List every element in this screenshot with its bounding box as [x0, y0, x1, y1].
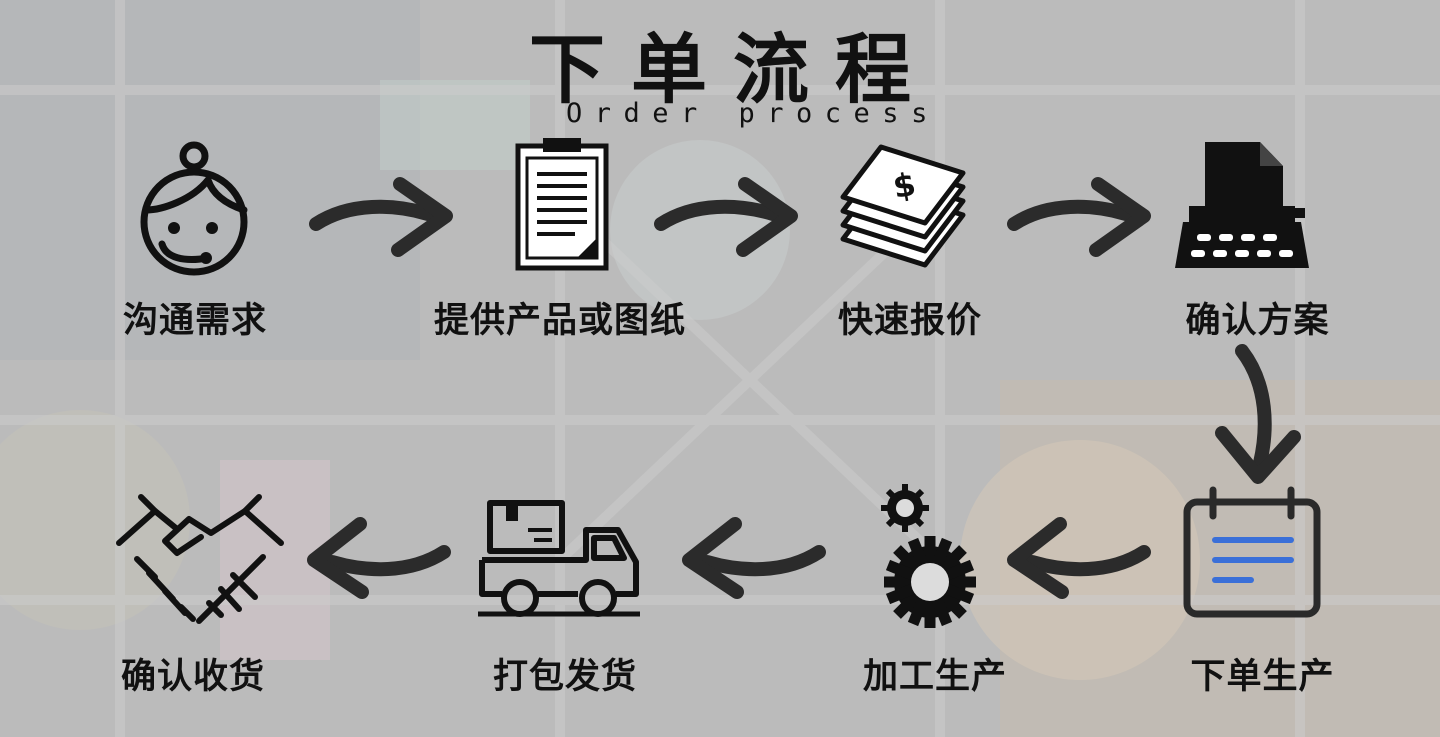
page-subtitle: Order process	[566, 98, 940, 129]
handshake-icon	[116, 494, 284, 624]
delivery-truck-icon	[478, 500, 640, 617]
arrow-right-icon	[654, 177, 798, 257]
step-label: 打包发货	[492, 657, 637, 697]
clipboard-document-icon	[515, 138, 609, 271]
arrow-right-icon	[309, 177, 453, 257]
step-label: 加工生产	[862, 657, 1007, 697]
arrow-left-icon	[1007, 517, 1151, 599]
step-label: 确认方案	[1185, 301, 1330, 341]
money-stack-icon: $	[840, 144, 966, 268]
step-label: 沟通需求	[122, 301, 267, 341]
page-title: 下单流程	[529, 25, 937, 114]
customer-service-headset-icon	[140, 141, 248, 276]
arrow-left-icon	[682, 517, 826, 599]
step-label: 下单生产	[1190, 657, 1335, 697]
arrow-left-icon	[307, 517, 451, 599]
calendar-icon	[1183, 486, 1321, 618]
step-label: 快速报价	[837, 301, 982, 341]
arrow-down-icon	[1215, 344, 1301, 484]
step-label: 确认收货	[120, 657, 265, 697]
typewriter-icon	[1175, 142, 1309, 268]
gears-icon	[881, 484, 976, 628]
arrow-right-icon	[1007, 177, 1151, 257]
step-label: 提供产品或图纸	[433, 301, 686, 341]
